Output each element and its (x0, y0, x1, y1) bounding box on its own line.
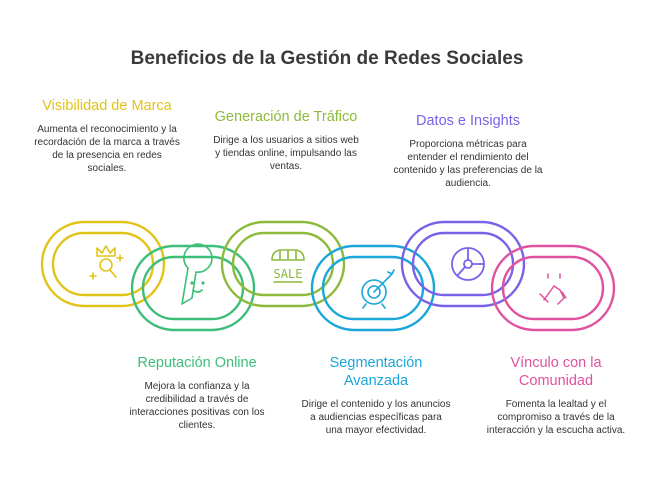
benefit-datos: Datos e Insights Proporciona métricas pa… (393, 112, 543, 190)
page-title: Beneficios de la Gestión de Redes Social… (130, 48, 524, 69)
sale-store-icon: SALE (271, 249, 305, 283)
clasped-hands-icon (539, 273, 567, 305)
benefit-title: Reputación Online (137, 355, 257, 371)
benefit-vinculo: Vínculo con la Comunidad Fomenta la leal… (481, 354, 631, 437)
benefit-title: Datos e Insights (416, 113, 520, 129)
benefit-title: Vínculo con la Comunidad (510, 355, 602, 389)
benefit-desc: Aumenta el reconocimiento y la recordaci… (34, 124, 180, 174)
chain-link (220, 220, 346, 308)
crown-magnifier-icon (89, 245, 124, 280)
smiling-chat-bubble-icon (181, 243, 213, 305)
benefit-desc: Proporciona métricas para entender el re… (393, 139, 543, 189)
chain-link (400, 220, 526, 308)
benefit-visibilidad: Visibilidad de Marca Aumenta el reconoci… (32, 97, 182, 175)
benefit-desc: Fomenta la lealtad y el compromiso a tra… (486, 399, 626, 436)
benefit-desc: Dirige el contenido y los anuncios a aud… (301, 399, 451, 436)
chain-link (40, 220, 166, 308)
chain-link (490, 244, 616, 332)
svg-text:SALE: SALE (274, 267, 303, 281)
benefit-title: Visibilidad de Marca (42, 98, 172, 114)
benefit-trafico: Generación de Tráfico Dirige a los usuar… (211, 108, 361, 173)
benefit-title: Segmentación Avanzada (329, 355, 423, 389)
chain-link (310, 244, 436, 332)
benefit-reputacion: Reputación Online Mejora la confianza y … (122, 354, 272, 432)
target-arrow-icon (361, 269, 395, 309)
benefit-desc: Mejora la confianza y la credibilidad a … (129, 381, 265, 431)
benefit-title: Generación de Tráfico (214, 109, 358, 125)
benefit-segmentacion: Segmentación Avanzada Dirige el contenid… (301, 354, 451, 437)
benefit-desc: Dirige a los usuarios a sitios web y tie… (213, 135, 359, 172)
pie-chart-icon (451, 247, 485, 281)
